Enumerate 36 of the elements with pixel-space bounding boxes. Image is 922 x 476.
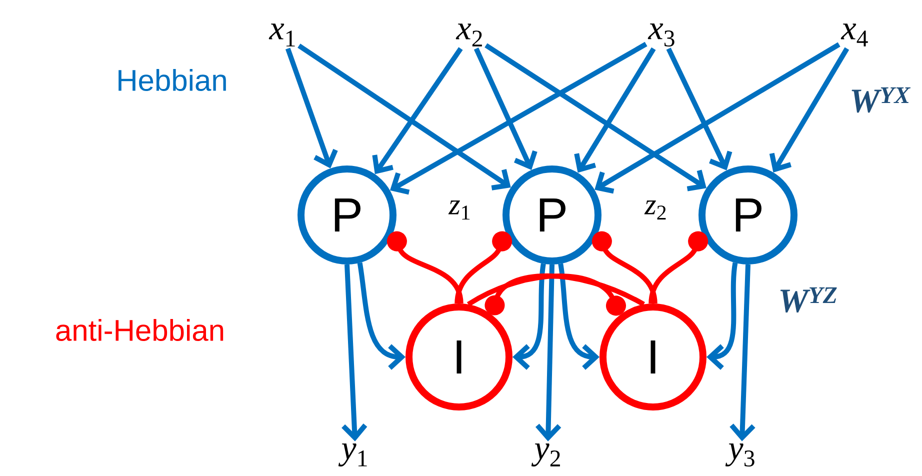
arrow xyxy=(706,262,738,370)
arrow xyxy=(574,47,656,173)
arrow xyxy=(357,262,406,370)
text-label: W$^{YZ}$ xyxy=(780,287,837,313)
variable-label: y$_{3}$ xyxy=(725,443,754,466)
arrow xyxy=(666,48,732,170)
variable-label: y$_{1}$ xyxy=(338,444,367,466)
arrow xyxy=(342,264,368,442)
arrow xyxy=(484,273,645,316)
arrow xyxy=(484,43,706,192)
text-label: Hebbian xyxy=(118,68,226,92)
arrow xyxy=(558,263,600,370)
arrow xyxy=(730,264,756,442)
arrow xyxy=(285,48,338,168)
arrow xyxy=(474,48,538,170)
variable-label: y$_{2}$ xyxy=(531,444,560,466)
variable-label: x$_{1}$ xyxy=(268,24,295,46)
arrow xyxy=(592,231,658,304)
arrow xyxy=(512,263,546,370)
arrow xyxy=(467,274,626,316)
variable-label: x$_{4}$ xyxy=(840,24,868,46)
variable-label: x$_{3}$ xyxy=(648,23,674,47)
text-label: W$^{YX}$ xyxy=(852,87,911,113)
text-label: anti-Hebbian xyxy=(56,318,224,342)
arrow xyxy=(454,231,512,304)
arrow xyxy=(372,47,463,174)
arrow xyxy=(298,44,511,190)
arrow xyxy=(390,42,648,195)
arrow xyxy=(386,231,464,304)
arrow xyxy=(594,42,840,194)
arrow xyxy=(648,231,708,304)
text-label: z$_{1}$ xyxy=(448,200,470,220)
text-label: z$_{2}$ xyxy=(644,200,666,220)
arrow xyxy=(535,264,562,442)
arrow xyxy=(769,47,850,172)
variable-label: x$_{2}$ xyxy=(456,24,482,46)
